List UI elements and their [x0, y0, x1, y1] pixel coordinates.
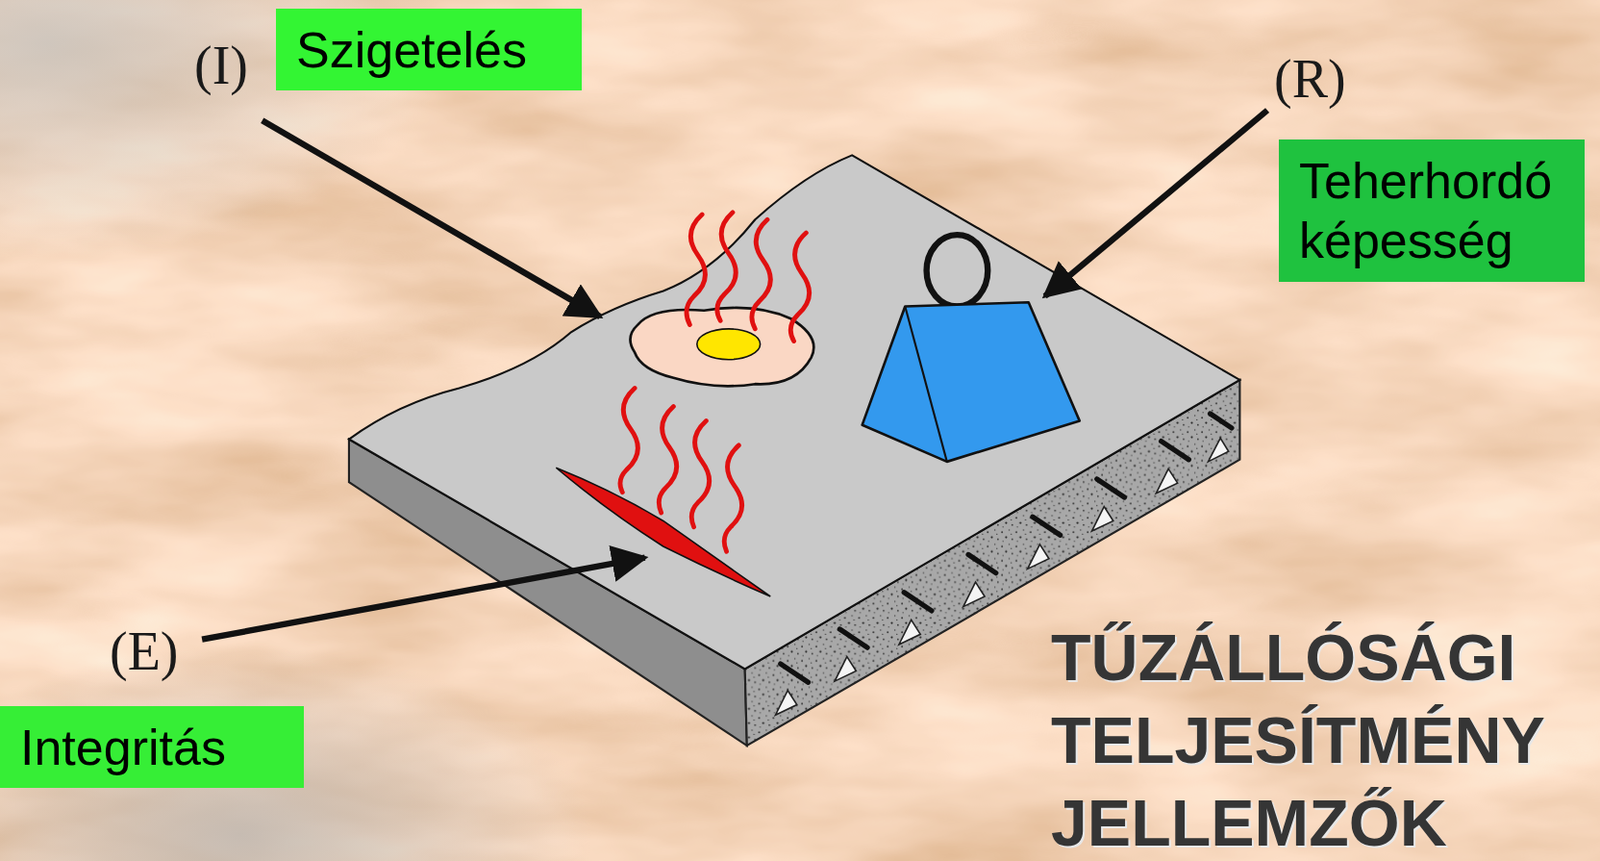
label-box: Szigetelés — [275, 8, 582, 91]
box-content: Integritás — [20, 717, 226, 777]
slab-top-face — [349, 154, 1240, 669]
diagram-title: TŰZÁLLÓSÁGI TELJESÍTMÉNY JELLEMZŐK — [1050, 615, 1600, 861]
callout-letter: (R) — [1274, 48, 1347, 110]
weight-edge — [904, 306, 948, 462]
box-label: Integritás — [20, 717, 226, 777]
callout-letter: (I) — [194, 34, 249, 97]
box-label: Szigetelés — [296, 20, 527, 80]
callout-letter: (E) — [109, 620, 179, 682]
box-content: Szigetelés — [296, 20, 527, 80]
label-box: Integritás — [0, 705, 304, 788]
heat-waves — [620, 387, 743, 551]
box-content: Teherhordó képesség — [1299, 150, 1574, 271]
heat-waves — [686, 212, 810, 342]
egg-yolk — [697, 328, 761, 360]
label-box: Teherhordó képesség — [1278, 139, 1585, 282]
box-label: Teherhordó képesség — [1299, 150, 1574, 271]
leader-arrow — [1045, 110, 1268, 297]
leader-arrow — [201, 557, 646, 640]
weight-ring — [926, 234, 989, 306]
weight — [862, 301, 1080, 462]
leader-arrow — [262, 120, 600, 317]
